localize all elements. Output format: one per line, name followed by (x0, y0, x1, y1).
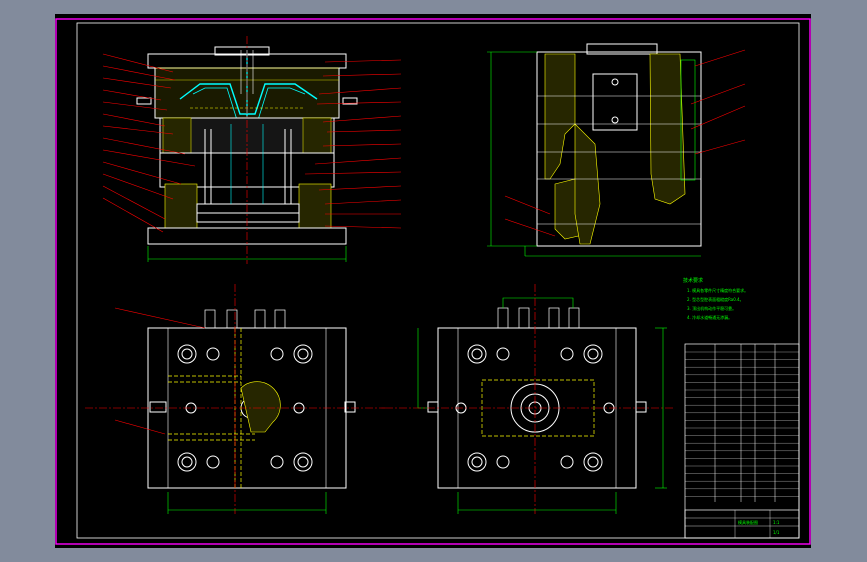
inner-frame (76, 22, 800, 539)
note-line: 4. 冷却水道畅通无渗漏。 (687, 314, 732, 320)
note-line: 1. 模具各零件尺寸精度符合要求。 (687, 287, 748, 293)
moving-half-plan-view (85, 284, 385, 514)
front-section-view (102, 36, 402, 264)
parts-list (684, 343, 800, 539)
note-line: 2. 型芯型腔表面粗糙度Ra0.4。 (687, 296, 744, 302)
title-block: 模具装配图 1:1 1/1 (684, 509, 800, 539)
fixed-half-plan-view (385, 284, 675, 514)
drawing-scale: 1:1 (773, 520, 780, 525)
side-section-view (487, 43, 746, 257)
technical-requirements: 技术要求 1. 模具各零件尺寸精度符合要求。 2. 型芯型腔表面粗糙度Ra0.4… (683, 277, 748, 320)
drawing-sheet: 1/1 (773, 530, 780, 535)
outer-frame (55, 18, 811, 545)
assembly-drawing: 技术要求 1. 模具各零件尺寸精度符合要求。 2. 型芯型腔表面粗糙度Ra0.4… (55, 18, 811, 545)
note-line: 3. 顶出机构动作平稳可靠。 (687, 305, 736, 311)
notes-title: 技术要求 (683, 277, 703, 284)
drawing-name: 模具装配图 (738, 519, 758, 525)
drawing-canvas[interactable]: 技术要求 1. 模具各零件尺寸精度符合要求。 2. 型芯型腔表面粗糙度Ra0.4… (55, 14, 811, 548)
